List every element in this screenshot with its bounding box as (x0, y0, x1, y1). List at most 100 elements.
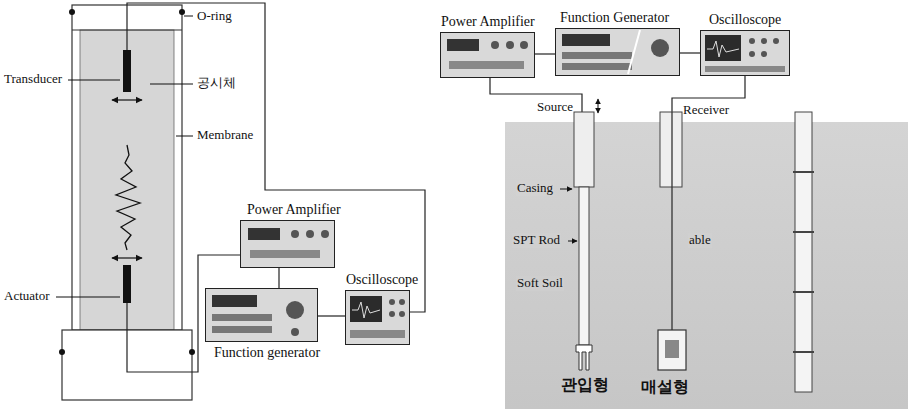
o-ring-mark (179, 9, 185, 15)
generator-panel (205, 288, 318, 342)
panel-knob (773, 38, 779, 44)
buried-sensor (658, 330, 686, 370)
spt-rod (579, 187, 589, 345)
casing-pipe (574, 112, 594, 187)
panel-face (440, 32, 535, 78)
signal-cable (680, 52, 700, 53)
part-label: Membrane (196, 128, 254, 143)
panel-buttons (212, 326, 272, 333)
o-ring-mark (59, 349, 65, 355)
signal-cable (278, 268, 279, 288)
instrument-box: Function generator (205, 288, 318, 342)
o-ring-mark (189, 349, 195, 355)
shear-wave (116, 145, 140, 250)
panel-knob (749, 51, 755, 57)
scope-screen (705, 35, 741, 61)
leader-line (184, 16, 193, 17)
part-label: Transducer (3, 72, 63, 87)
scope-trace (352, 302, 380, 318)
specimen (80, 30, 174, 330)
scope-screen (350, 296, 382, 322)
pipe-joint (793, 231, 814, 233)
instrument-label: Oscilloscope (346, 272, 418, 288)
part-label: 공시체 (196, 76, 237, 91)
amplifier-panel (440, 32, 535, 78)
casing-pipe (795, 112, 812, 392)
pipe-joint (793, 171, 814, 173)
part-label: able (688, 233, 712, 248)
leader-line (150, 84, 193, 85)
instrument-label: Power Amplifier (247, 202, 341, 218)
soil-ground (505, 122, 908, 409)
panel-display (248, 228, 280, 240)
panel-knob (399, 311, 405, 317)
transducer-element (123, 50, 131, 92)
instrument-box: Power Amplifier (440, 32, 535, 78)
panel-knob (491, 41, 499, 49)
sensor-core (665, 340, 679, 358)
part-label: Soft Soil (516, 276, 564, 291)
signal-cable (535, 53, 555, 54)
panel-display (562, 34, 610, 46)
oscilloscope-panel (700, 30, 790, 76)
type-label: 매설형 (640, 378, 690, 396)
actuator-element (123, 265, 131, 303)
motion-arrow (112, 99, 142, 100)
pipe-joint (793, 351, 814, 353)
instrument-box: Oscilloscope (345, 290, 410, 345)
signal-wire (127, 3, 425, 312)
panel-face (700, 30, 790, 76)
part-label: O-ring (196, 9, 233, 24)
panel-knob (506, 41, 514, 49)
panel-knob (389, 311, 395, 317)
leader-line (568, 241, 577, 242)
part-label: SPT Rod (512, 233, 561, 248)
panel-buttons (562, 63, 632, 70)
panel-knob (651, 39, 669, 57)
panel-face (205, 288, 318, 342)
part-label: Receiver (682, 103, 730, 118)
amplifier-panel (240, 220, 335, 268)
panel-knob (291, 230, 299, 238)
motion-arrow (598, 99, 599, 113)
part-label: Casing (516, 181, 554, 196)
panel-face (345, 290, 410, 345)
panel-knob (291, 328, 299, 336)
panel-knob (520, 41, 528, 49)
instrument-label: Function generator (214, 345, 320, 361)
leader-line (56, 297, 120, 298)
leader-line (176, 136, 193, 137)
panel-knob (749, 38, 755, 44)
panel-glare (628, 30, 640, 74)
instrument-box: Power Amplifier (240, 220, 335, 268)
panel-face (240, 220, 335, 268)
o-ring-mark (69, 9, 75, 15)
part-label: Actuator (3, 289, 50, 304)
casing-pipe (660, 112, 682, 187)
panel-knob (389, 299, 395, 305)
panel-knob (761, 38, 767, 44)
panel-knob (286, 301, 304, 319)
panel-display (212, 295, 257, 307)
pipe-joint (793, 291, 814, 293)
leader-line (68, 80, 120, 81)
panel-knob (306, 230, 314, 238)
instrument-label: Function Generator (560, 10, 669, 26)
probe-tip (576, 345, 592, 370)
instrument-label: Oscilloscope (709, 12, 781, 28)
panel-display (447, 39, 479, 51)
cell-wall (72, 5, 182, 355)
panel-face (555, 28, 680, 76)
panel-buttons (250, 250, 320, 258)
panel-knob (399, 299, 405, 305)
instrument-box: Function Generator (555, 28, 680, 76)
panel-buttons (212, 314, 272, 321)
generator-panel (555, 28, 680, 76)
cable-line (671, 112, 672, 330)
instrument-box: Oscilloscope (700, 30, 790, 76)
oscilloscope-panel (345, 290, 410, 345)
